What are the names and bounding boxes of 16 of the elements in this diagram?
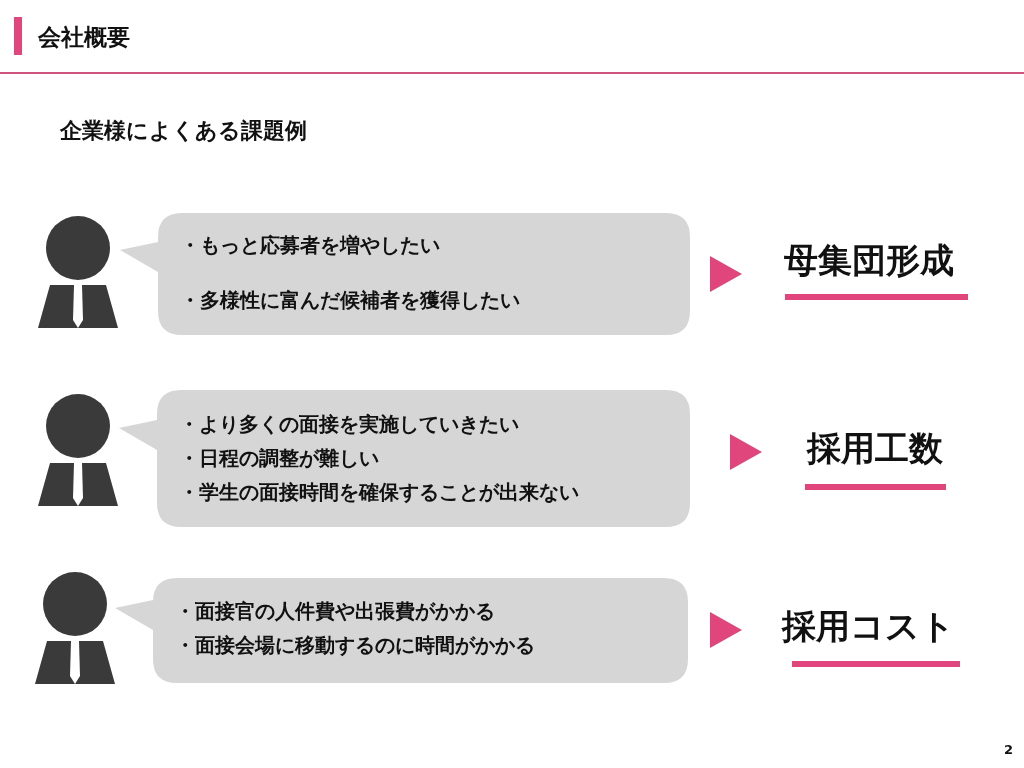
chevron-arrow bbox=[710, 256, 742, 292]
subtitle: 企業様によくある課題例 bbox=[60, 117, 307, 145]
chevron-arrow bbox=[730, 434, 762, 470]
result-heading: 採用コスト bbox=[780, 606, 956, 646]
chevron-arrow bbox=[710, 612, 742, 648]
bullet-text: ・面接会場に移動するのに時間がかかる bbox=[175, 632, 535, 658]
page-title: 会社概要 bbox=[38, 23, 130, 52]
bullet-text: ・もっと応募者を増やしたい bbox=[180, 232, 440, 258]
result-heading: 採用工数 bbox=[805, 428, 944, 468]
bullet-text: ・日程の調整が難しい bbox=[179, 445, 379, 471]
bullet-text: ・面接官の人件費や出張費がかかる bbox=[175, 598, 495, 624]
bullet-text: ・学生の面接時間を確保することが出来ない bbox=[179, 479, 579, 505]
result-heading: 母集団形成 bbox=[782, 240, 955, 280]
page-number: 2 bbox=[1004, 741, 1014, 759]
bullet-text: ・多様性に富んだ候補者を獲得したい bbox=[180, 287, 520, 313]
bullet-text: ・より多くの面接を実施していきたい bbox=[179, 411, 519, 437]
